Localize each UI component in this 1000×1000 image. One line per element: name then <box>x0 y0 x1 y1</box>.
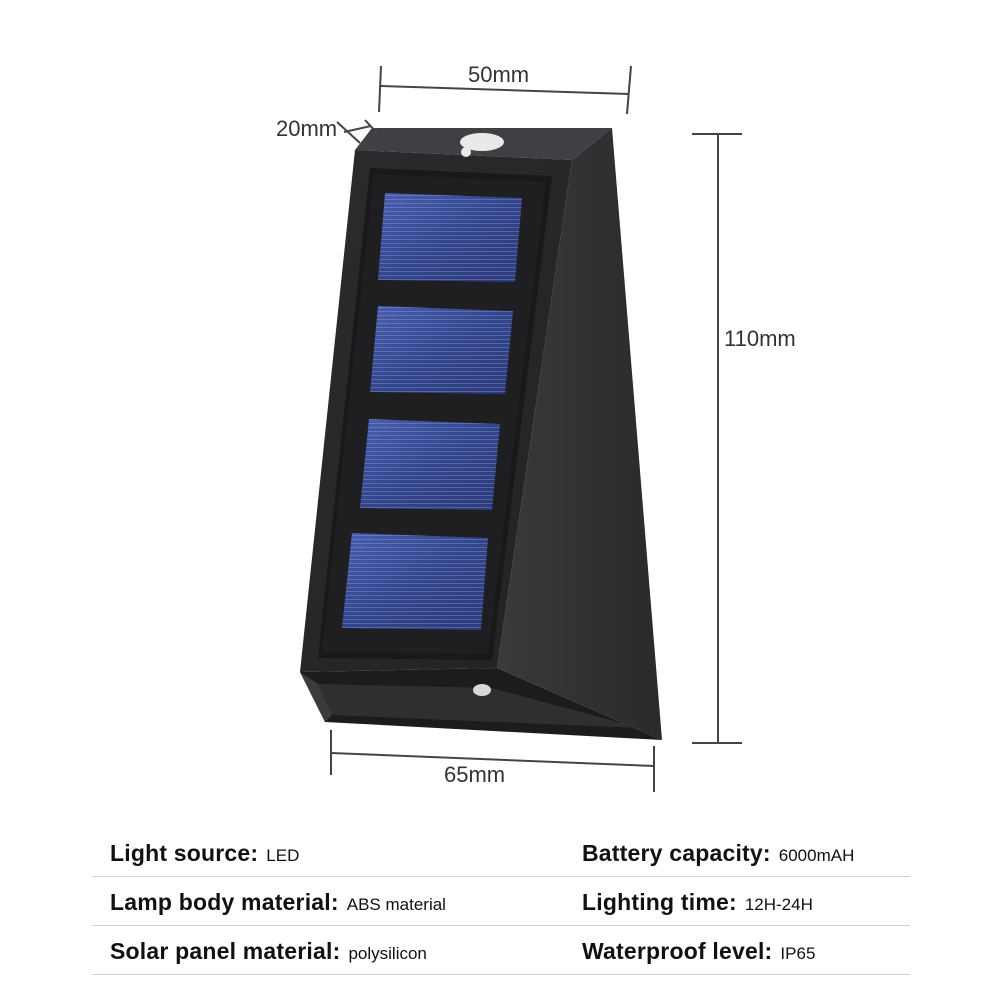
solar-cell <box>360 419 500 510</box>
dimension-line-depth <box>343 125 372 133</box>
spec-solar-panel-material: Solar panel material: polysilicon <box>110 938 427 965</box>
spec-value: 12H-24H <box>744 895 813 914</box>
spec-label: Waterproof level: <box>582 938 773 964</box>
spec-label: Lamp body material: <box>110 889 339 915</box>
top-sensor-icon <box>460 133 504 151</box>
spec-waterproof-level: Waterproof level: IP65 <box>582 938 815 965</box>
spec-lighting-time: Lighting time: 12H-24H <box>582 889 813 916</box>
bottom-led-icon <box>473 684 491 696</box>
spec-value: 6000mAH <box>778 846 855 865</box>
dimension-bottom-width: 65mm <box>444 762 505 787</box>
spec-label: Light source: <box>110 840 259 866</box>
spec-label: Battery capacity: <box>582 840 771 866</box>
spec-value: polysilicon <box>348 944 427 963</box>
dimension-line-top <box>380 85 630 95</box>
dimension-line-bottom <box>330 752 655 767</box>
spec-row: Light source: LED Battery capacity: 6000mA… <box>92 828 910 877</box>
solar-panel <box>318 168 552 660</box>
dimension-height: 110mm <box>724 326 796 351</box>
solar-cell <box>370 306 513 394</box>
dimension-depth: 20mm <box>276 116 337 141</box>
dimension-top-width: 50mm <box>468 62 529 87</box>
product-illustration: 50mm 20mm 110mm 65mm <box>276 62 796 792</box>
spec-battery-capacity: Battery capacity: 6000mAH <box>582 840 854 867</box>
spec-row: Solar panel material: polysilicon Waterpr… <box>92 926 910 975</box>
spec-label: Solar panel material: <box>110 938 341 964</box>
solar-cell <box>342 533 488 630</box>
spec-table: Light source: LED Battery capacity: 6000mA… <box>92 828 910 975</box>
spec-value: ABS material <box>346 895 446 914</box>
spec-value: IP65 <box>780 944 816 963</box>
spec-value: LED <box>266 846 300 865</box>
spec-row: Lamp body material: ABS material Lighting… <box>92 877 910 926</box>
spec-light-source: Light source: LED <box>110 840 299 867</box>
solar-cell <box>378 193 522 282</box>
spec-label: Lighting time: <box>582 889 737 915</box>
spec-lamp-body-material: Lamp body material: ABS material <box>110 889 446 916</box>
lamp-side-face <box>497 128 662 740</box>
